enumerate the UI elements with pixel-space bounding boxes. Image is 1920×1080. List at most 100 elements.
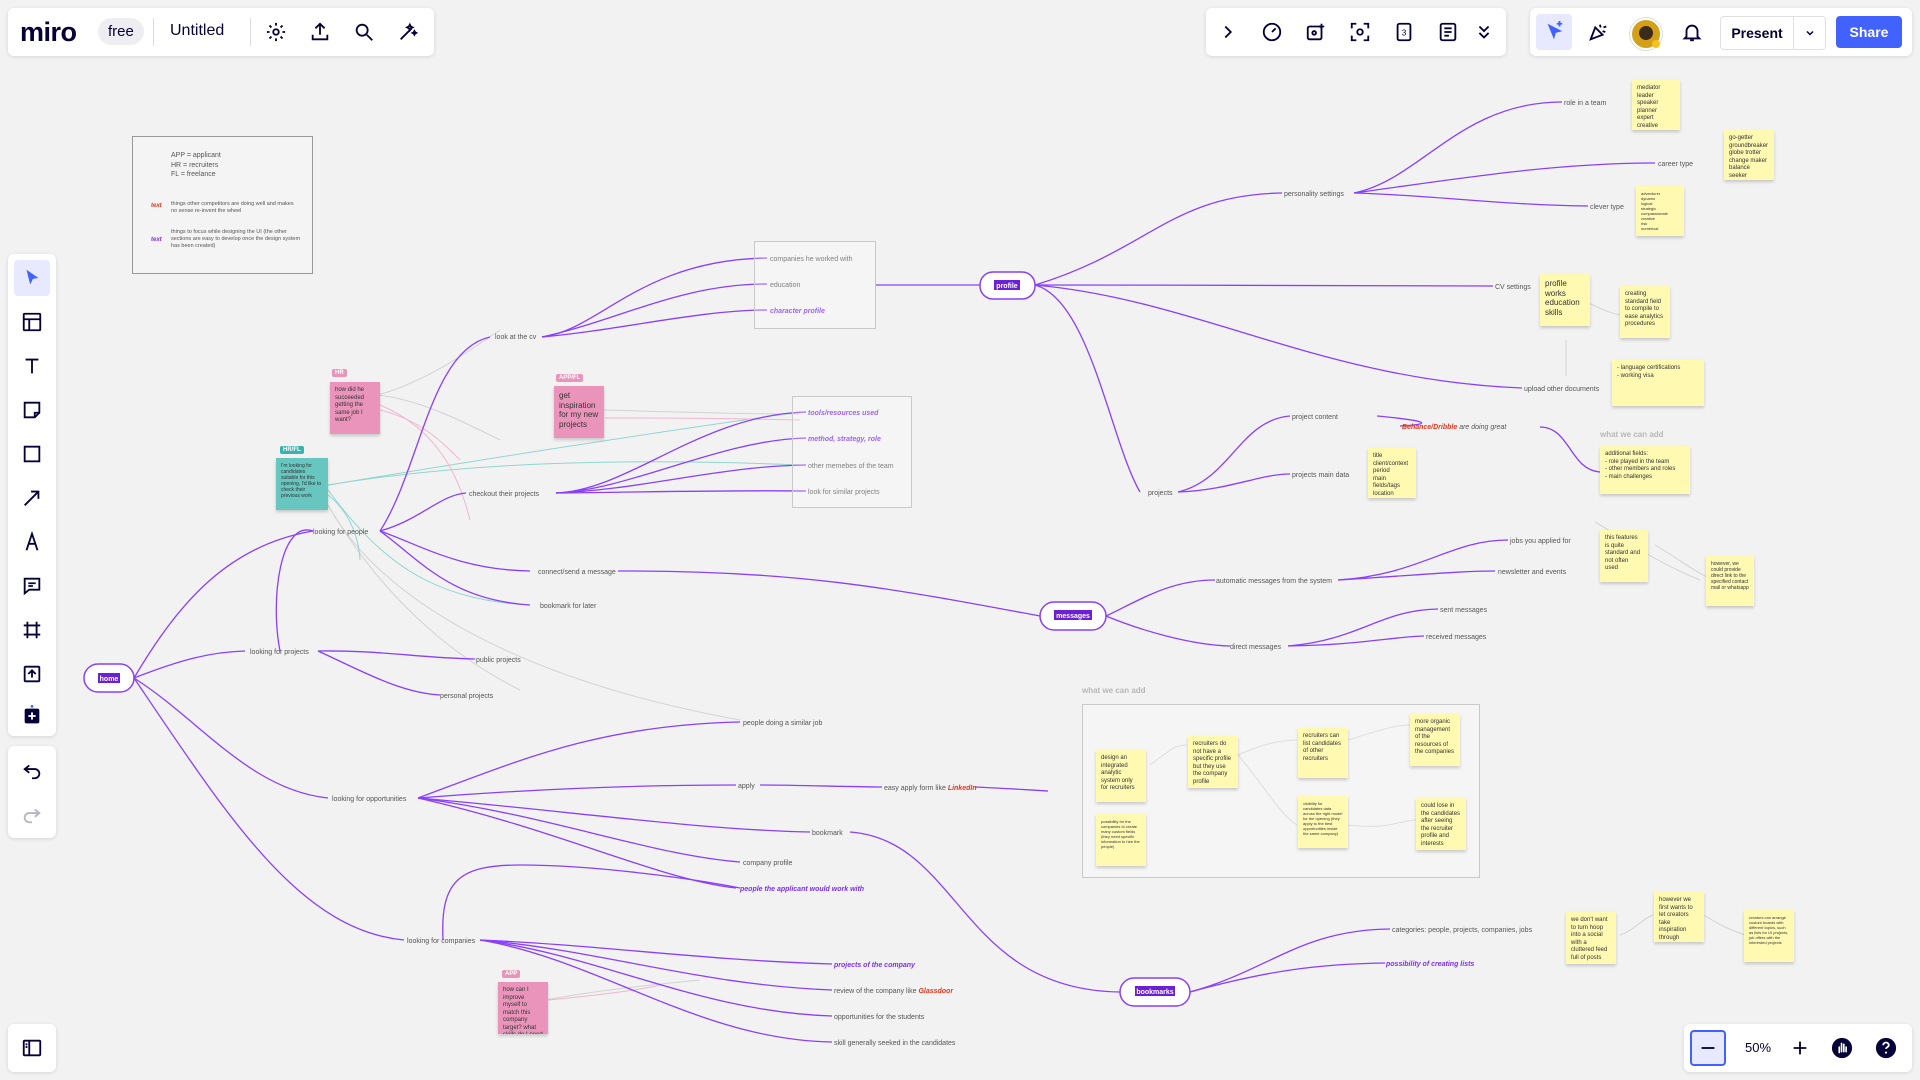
notes-icon[interactable] <box>1430 14 1466 50</box>
upload-icon[interactable] <box>302 14 338 50</box>
legend-frame[interactable]: APP = applicant HR = recruiters FL = fre… <box>132 136 313 274</box>
zoom-toolbar: 50% <box>1684 1024 1912 1072</box>
sticky-g7[interactable]: could lose in the candidates after seein… <box>1416 798 1466 850</box>
board-title[interactable]: Untitled <box>170 22 225 39</box>
bell-icon[interactable] <box>1674 14 1710 50</box>
sticky-b1[interactable]: we don't want to turn hoop into a social… <box>1566 912 1616 964</box>
sticky-g1[interactable]: design an integrated analytic system onl… <box>1096 750 1146 802</box>
sticky-cv-main[interactable]: profile works education skills <box>1540 274 1590 326</box>
hand-icon[interactable] <box>1824 1030 1860 1066</box>
frame-icon[interactable] <box>14 612 50 648</box>
sticky-clever-list[interactable]: adventurer dynamo logical strategic comp… <box>1636 186 1684 236</box>
settings-icon[interactable] <box>258 14 294 50</box>
upload-file-icon[interactable] <box>14 656 50 692</box>
projects-group-frame[interactable] <box>792 396 912 508</box>
celebrate-icon[interactable] <box>1580 14 1616 50</box>
add-icon[interactable] <box>14 698 50 734</box>
select-icon[interactable] <box>14 260 50 296</box>
sticky-jobs-note-2[interactable]: however, we could provide direct link to… <box>1706 556 1754 606</box>
miro-logo[interactable]: miro <box>20 17 77 47</box>
undo-icon[interactable] <box>14 752 50 788</box>
connector-icon[interactable] <box>14 480 50 516</box>
hub-home-label: home <box>100 676 119 683</box>
calendar-icon[interactable]: 3 <box>1386 14 1422 50</box>
sticky-jobs-note[interactable]: this features is quite standard and not … <box>1600 530 1648 582</box>
legend-red-desc: things other competitors are doing well … <box>171 201 294 214</box>
hub-profile[interactable]: profile <box>979 271 1036 300</box>
node-sent-messages: sent messages <box>1440 607 1488 614</box>
sticky-b3[interactable]: creators can arrange custom boards with … <box>1744 910 1794 962</box>
sticky-project-data[interactable]: title client/context period main fields/… <box>1368 448 1416 498</box>
help-icon[interactable] <box>1868 1030 1904 1066</box>
cv-group-frame[interactable] <box>754 241 876 329</box>
zoom-level[interactable]: 50% <box>1744 1040 1772 1055</box>
group-title-what-we-can-add: what we can add <box>1082 686 1146 695</box>
sticky-career-list[interactable]: go-getter groundbreaker globe trotter ch… <box>1724 130 1774 180</box>
sticky-upload-note[interactable]: - language certifications - working visa <box>1612 360 1704 406</box>
hub-home[interactable]: home <box>83 663 135 693</box>
hub-messages-label: messages <box>1056 613 1090 620</box>
board-panel-toggle[interactable] <box>8 1024 56 1072</box>
tag-app: APP <box>502 970 521 978</box>
node-project-content: project content <box>1292 414 1338 421</box>
sticky-b2[interactable]: however we first wants to let creators t… <box>1654 892 1704 942</box>
timer-icon[interactable] <box>1254 14 1290 50</box>
sticky-hr-question[interactable]: how did he succeeded getting the same jo… <box>330 382 380 434</box>
sticky-note-icon[interactable] <box>14 392 50 428</box>
sticky-g2[interactable]: recruiters do not have a specific profil… <box>1188 736 1238 788</box>
capture-icon[interactable] <box>1342 14 1378 50</box>
present-button[interactable]: Present <box>1731 25 1783 41</box>
chevron-right-icon[interactable] <box>1210 14 1246 50</box>
voting-icon[interactable] <box>1298 14 1334 50</box>
node-looking-for-opportunities: looking for opportunities <box>332 796 407 803</box>
zoom-out-button[interactable] <box>1690 1030 1726 1066</box>
zoom-in-button[interactable] <box>1782 1030 1818 1066</box>
node-projects: projects <box>1148 490 1173 497</box>
background-connectors <box>327 293 1746 1001</box>
node-public-projects: public projects <box>476 657 521 664</box>
node-character-profile: character profile <box>770 308 825 315</box>
node-looking-for-companies: looking for companies <box>407 938 476 945</box>
node-opportunities-students: opportunities for the students <box>834 1014 925 1021</box>
sticky-g6[interactable]: visibility for candidates data across th… <box>1298 796 1348 848</box>
history-toolbar <box>8 746 56 838</box>
sidebar-icon[interactable] <box>14 1030 50 1066</box>
sticky-cv-note[interactable]: creating standard field to compile to ea… <box>1620 286 1670 338</box>
template-icon[interactable] <box>14 304 50 340</box>
sticky-teal-note[interactable]: I'm looking for candidates suitable for … <box>276 458 328 510</box>
sticky-app-inspiration[interactable]: get inspiration for my new projects <box>554 386 604 438</box>
sticky-app-company[interactable]: how can I improve myself to match this c… <box>498 982 548 1034</box>
text-icon[interactable] <box>14 348 50 384</box>
node-career-type: career type <box>1658 161 1693 168</box>
teal-connectors <box>327 411 801 606</box>
sticky-g3[interactable]: recruiters can list candidates of other … <box>1298 728 1348 778</box>
node-clever-type: clever type <box>1590 204 1624 211</box>
pink-connectors <box>379 404 801 1001</box>
sticky-g5[interactable]: possibility for the companies to create … <box>1096 814 1146 866</box>
node-bookmark: bookmark <box>812 830 843 837</box>
share-button[interactable]: Share <box>1836 16 1902 48</box>
sticky-g4[interactable]: more organic management of the resources… <box>1410 714 1460 766</box>
node-people-work-with: people the applicant would work with <box>739 886 864 893</box>
shape-icon[interactable] <box>14 436 50 472</box>
comment-icon[interactable] <box>14 568 50 604</box>
cursor-follow-icon[interactable] <box>1536 14 1572 50</box>
node-jobs-applied: jobs you applied for <box>1509 538 1571 545</box>
present-dropdown[interactable] <box>1793 17 1826 49</box>
legend-line: APP = applicant <box>171 152 221 159</box>
hub-bookmarks[interactable]: bookmarks <box>1119 977 1191 1007</box>
hub-messages[interactable]: messages <box>1039 601 1107 631</box>
plan-badge[interactable]: free <box>98 18 144 45</box>
node-companies-worked: companies he worked with <box>770 256 853 263</box>
sticky-role-list[interactable]: mediator leader speaker planner expert c… <box>1632 80 1680 130</box>
redo-icon[interactable] <box>14 796 50 832</box>
sticky-add-fields[interactable]: additional fields: - role played in the … <box>1600 446 1690 494</box>
more-icon[interactable] <box>1466 14 1502 50</box>
magic-icon[interactable] <box>390 14 426 50</box>
focus-labels: character profile tools/resources used m… <box>739 308 1474 969</box>
avatar[interactable] <box>1630 18 1662 50</box>
pen-icon[interactable] <box>14 524 50 560</box>
legend-purple-desc: things to focus while designing the UI (… <box>171 229 301 249</box>
search-icon[interactable] <box>346 14 382 50</box>
